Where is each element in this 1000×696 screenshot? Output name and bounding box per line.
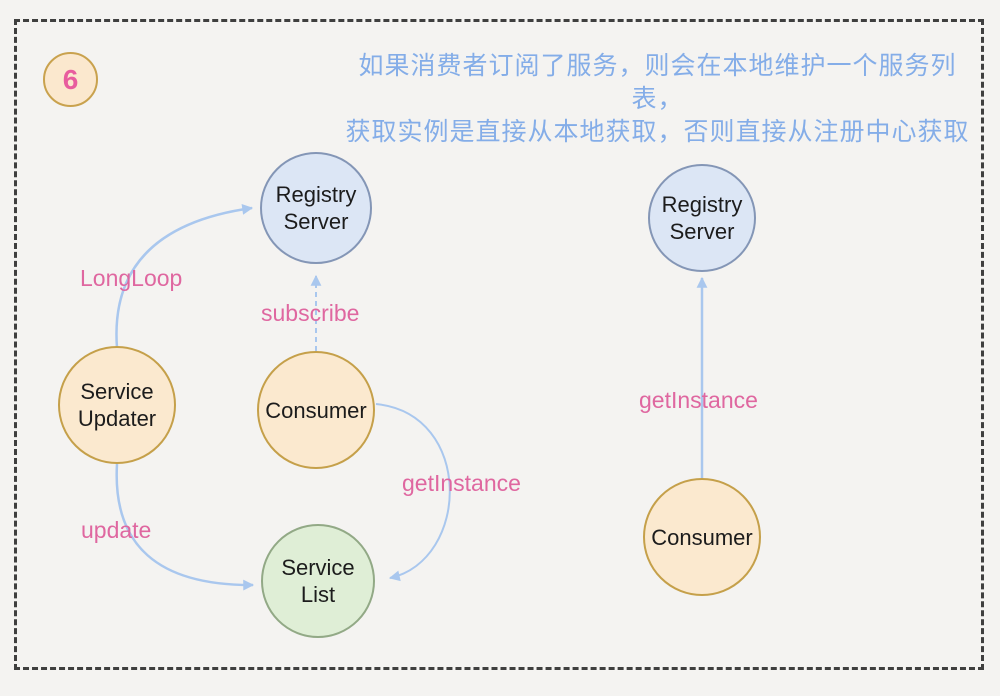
edge-update-arrow	[115, 463, 255, 591]
node-registry-server-right: Registry Server	[648, 164, 756, 272]
node-consumer-left: Consumer	[257, 351, 375, 469]
dashed-border-frame	[14, 19, 984, 670]
caption-line-2: 获取实例是直接从本地获取，否则直接从注册中心获取	[345, 118, 970, 146]
node-service-list: Service List	[261, 524, 375, 638]
caption-line-1: 如果消费者订阅了服务，则会在本地维护一个服务列表，	[358, 52, 957, 113]
node-service-updater: Service Updater	[58, 346, 176, 464]
node-consumer-right: Consumer	[643, 478, 761, 596]
edge-label-getinstance-right: getInstance	[639, 387, 758, 413]
caption-text: 如果消费者订阅了服务，则会在本地维护一个服务列表， 获取实例是直接从本地获取，否…	[335, 50, 980, 149]
node-label: Service Updater	[77, 379, 157, 431]
step-number-badge: 6	[43, 52, 98, 107]
node-label: Registry Server	[661, 192, 743, 244]
step-number: 6	[62, 63, 79, 95]
edge-label-longloop: LongLoop	[80, 265, 183, 291]
edge-getinstance-left-arrow	[375, 403, 451, 582]
edge-label-getinstance-left: getInstance	[402, 470, 521, 496]
node-registry-server-left: Registry Server	[260, 152, 372, 264]
edge-label-update: update	[81, 517, 152, 543]
node-label: Registry Server	[275, 182, 357, 234]
node-label: Service List	[281, 555, 355, 607]
edge-label-subscribe: subscribe	[261, 300, 360, 326]
node-label: Consumer	[651, 524, 753, 550]
node-label: Consumer	[265, 397, 367, 423]
edge-longloop-arrow	[115, 203, 254, 349]
